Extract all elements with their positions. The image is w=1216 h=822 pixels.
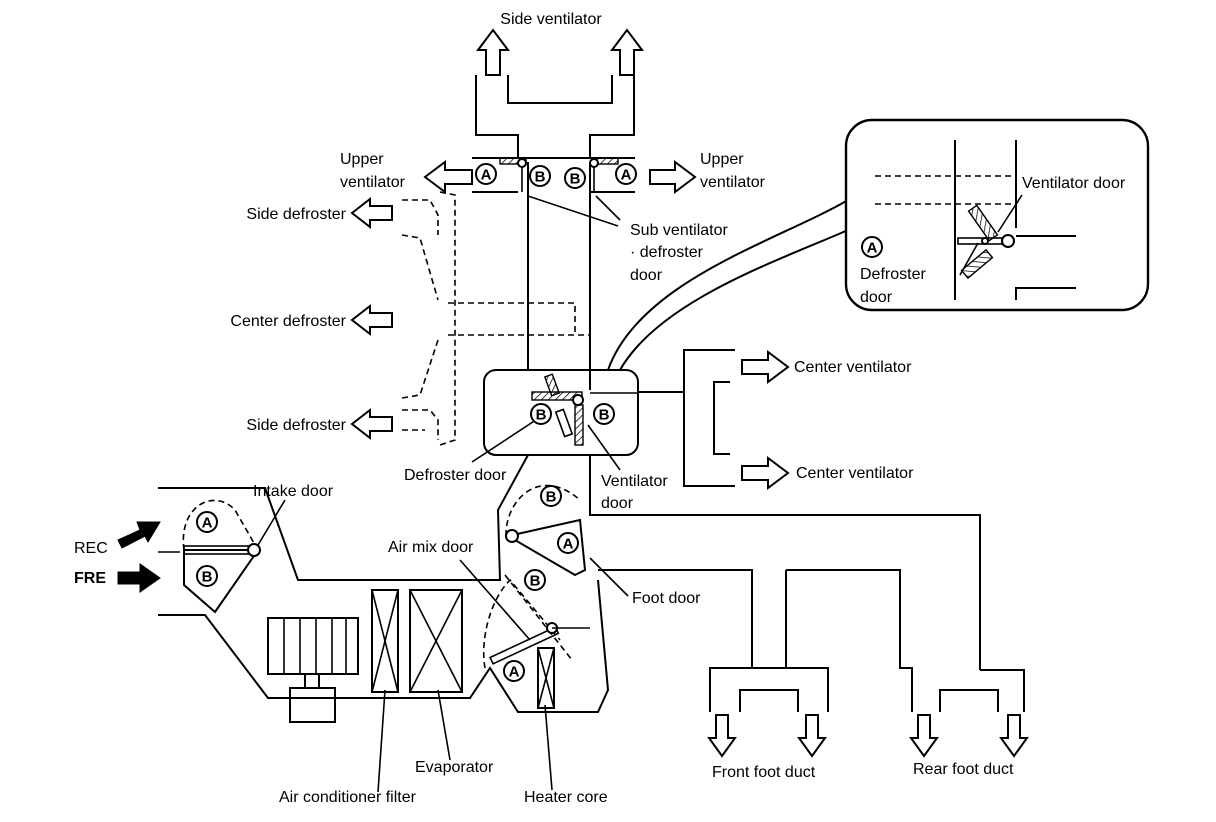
upper-ventilator-left-arrow [423, 160, 473, 194]
foot-ducts [598, 569, 1029, 758]
label-heater-core: Heater core [524, 789, 608, 806]
svg-text:B: B [570, 171, 581, 188]
label-center-ventilator-bottom: Center ventilator [796, 465, 914, 482]
center-defroster-arrow [350, 303, 393, 337]
label-intake-door: Intake door [253, 483, 334, 500]
svg-text:A: A [867, 240, 878, 257]
side-ventilator-right-arrow [610, 28, 644, 76]
center-ventilator-duct [638, 349, 790, 490]
label-front-foot-duct: Front foot duct [712, 764, 816, 781]
side-ventilator-left-arrow [476, 28, 510, 76]
door-callout-box [483, 369, 639, 456]
label-upper-ventilator-right-1: Upper [700, 151, 744, 168]
label-sub-ventilator-3: door [630, 267, 663, 284]
svg-text:A: A [509, 664, 520, 681]
center-ventilator-top-arrow [741, 350, 790, 384]
leader-lines [377, 195, 621, 793]
marker-a-airmix: A [503, 660, 525, 682]
label-ventilator-door-1: Ventilator [601, 473, 668, 490]
marker-b-box-left: B [530, 403, 552, 425]
label-upper-ventilator-left-2: ventilator [340, 174, 406, 191]
label-side-defroster-top: Side defroster [246, 206, 346, 223]
svg-text:B: B [599, 407, 610, 424]
inset-leader-top [607, 199, 849, 371]
label-ventilator-door-2: door [601, 495, 634, 512]
markers: A B B A A B B B A A B B A [196, 163, 883, 682]
label-air-mix-door: Air mix door [388, 539, 474, 556]
label-inset-defroster-1: Defroster [860, 266, 926, 283]
marker-a-upper-right: A [615, 163, 637, 185]
label-inset-ventilator-door: Ventilator door [1022, 175, 1126, 192]
evaporator-block [409, 589, 463, 693]
label-side-ventilator: Side ventilator [500, 11, 602, 28]
marker-a-intake: A [196, 511, 218, 533]
front-foot-left-arrow [707, 714, 737, 758]
label-air-conditioner-filter: Air conditioner filter [279, 789, 417, 806]
rec-arrow [117, 521, 161, 549]
marker-b-intake: B [196, 565, 218, 587]
blower-motor [289, 687, 336, 723]
upper-ventilator-right-arrow [649, 160, 697, 194]
rear-foot-left-arrow [909, 714, 939, 758]
marker-b-foot: B [540, 485, 562, 507]
svg-text:B: B [546, 489, 557, 506]
marker-b-upper-right: B [564, 167, 586, 189]
svg-text:B: B [536, 407, 547, 424]
label-foot-door: Foot door [632, 590, 701, 607]
side-defroster-top-arrow [350, 196, 393, 230]
rear-foot-right-arrow [999, 714, 1029, 758]
marker-a-foot: A [557, 532, 579, 554]
blower-fan [267, 617, 359, 675]
marker-a-upper-left: A [475, 163, 497, 185]
label-upper-ventilator-left-1: Upper [340, 151, 384, 168]
label-inset-defroster-2: door [860, 289, 893, 306]
marker-b-upper-left: B [529, 165, 551, 187]
svg-text:A: A [621, 167, 632, 184]
svg-text:B: B [535, 169, 546, 186]
inset-zoom-box [844, 118, 1150, 312]
center-ventilator-bottom-arrow [741, 456, 790, 490]
label-rec: REC [74, 540, 108, 557]
svg-text:A: A [481, 167, 492, 184]
label-defroster-door: Defroster door [404, 467, 507, 484]
inset-leader-bottom [619, 229, 849, 371]
label-center-ventilator-top: Center ventilator [794, 359, 912, 376]
marker-b-airmix: B [524, 569, 546, 591]
label-side-defroster-bottom: Side defroster [246, 417, 346, 434]
marker-a-inset: A [861, 236, 883, 258]
label-center-defroster: Center defroster [230, 313, 346, 330]
front-foot-right-arrow [797, 714, 827, 758]
label-sub-ventilator-2: · defroster [630, 244, 704, 261]
label-evaporator: Evaporator [415, 759, 494, 776]
side-defroster-bottom-arrow [350, 407, 393, 441]
label-sub-ventilator-1: Sub ventilator [630, 222, 729, 239]
side-ventilator-duct [475, 28, 644, 158]
svg-text:A: A [563, 536, 574, 553]
label-fre: FRE [74, 570, 106, 587]
svg-text:B: B [530, 573, 541, 590]
svg-text:B: B [202, 569, 213, 586]
marker-b-box-right: B [593, 403, 615, 425]
svg-text:A: A [202, 515, 213, 532]
label-upper-ventilator-right-2: ventilator [700, 174, 766, 191]
sub-ventilator-doors [499, 157, 619, 192]
label-rear-foot-duct: Rear foot duct [913, 761, 1014, 778]
fre-arrow [117, 563, 161, 593]
